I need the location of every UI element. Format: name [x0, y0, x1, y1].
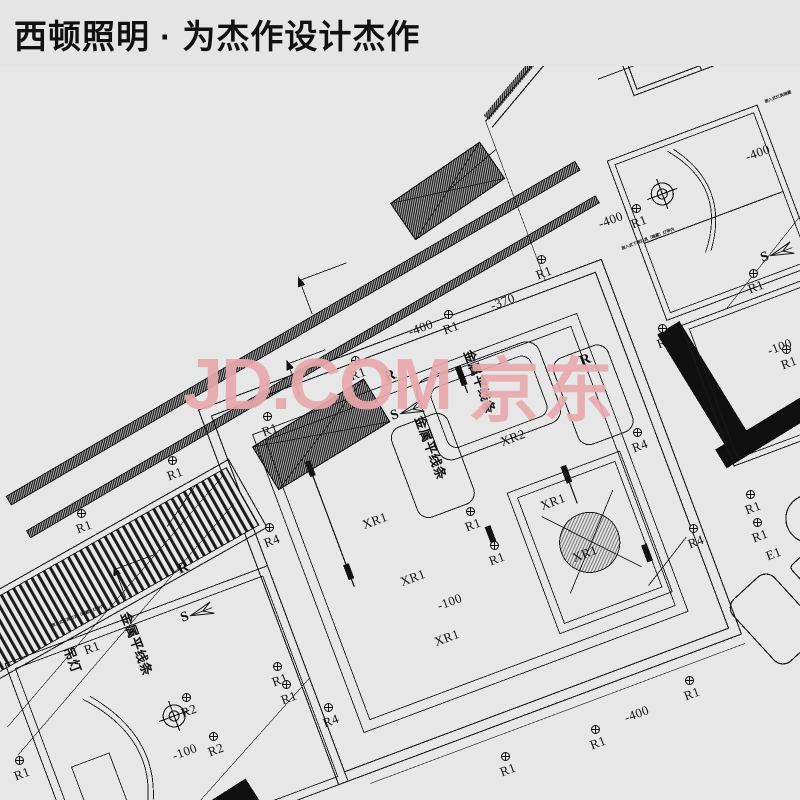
- fixture-marker-icon: [272, 661, 282, 671]
- fixture-marker-icon: [657, 323, 667, 333]
- fixture-marker-icon: [323, 702, 333, 712]
- cad-drawing-canvas: [0, 62, 800, 800]
- fixture-marker-icon: [590, 724, 600, 734]
- cad-linework: [0, 62, 800, 800]
- fixture-marker-icon: [688, 523, 698, 533]
- fixture-marker-icon: [443, 309, 453, 319]
- fixture-marker-icon: [631, 203, 641, 213]
- fixture-marker-icon: [281, 679, 291, 689]
- fixture-marker-icon: [632, 427, 642, 437]
- fixture-marker-icon: [181, 692, 191, 702]
- direction-marker-s1: S: [388, 396, 427, 424]
- fixture-marker-icon: [748, 268, 758, 278]
- fixture-marker-icon: [745, 489, 755, 499]
- north-arrow-icon: [188, 601, 215, 617]
- cad-drawing-viewport[interactable]: [0, 62, 800, 800]
- fixture-marker-icon: [350, 355, 360, 365]
- fixture-marker-icon: [536, 254, 546, 264]
- fixture-marker-icon: [752, 517, 762, 527]
- fixture-marker-icon: [14, 755, 24, 765]
- north-arrow-icon: [398, 399, 425, 415]
- fixture-marker-icon: [684, 675, 694, 685]
- fixture-marker-icon: [264, 522, 274, 532]
- fixture-marker-icon: [262, 411, 272, 421]
- fixture-marker-icon: [167, 455, 177, 465]
- fixture-marker-icon: [781, 344, 791, 354]
- fixture-marker-icon: [500, 751, 510, 761]
- fixture-marker-icon: [208, 731, 218, 741]
- fixture-marker-icon: [465, 506, 475, 516]
- fixture-marker-icon: [489, 540, 499, 550]
- north-arrow-icon: [768, 241, 795, 257]
- page-title: 西顿照明 · 为杰作设计杰作: [14, 18, 421, 55]
- header-band: 西顿照明 · 为杰作设计杰作: [0, 0, 800, 66]
- direction-marker-s2: S: [178, 598, 217, 626]
- direction-marker-s3: S: [758, 238, 797, 266]
- fixture-marker-icon: [76, 508, 86, 518]
